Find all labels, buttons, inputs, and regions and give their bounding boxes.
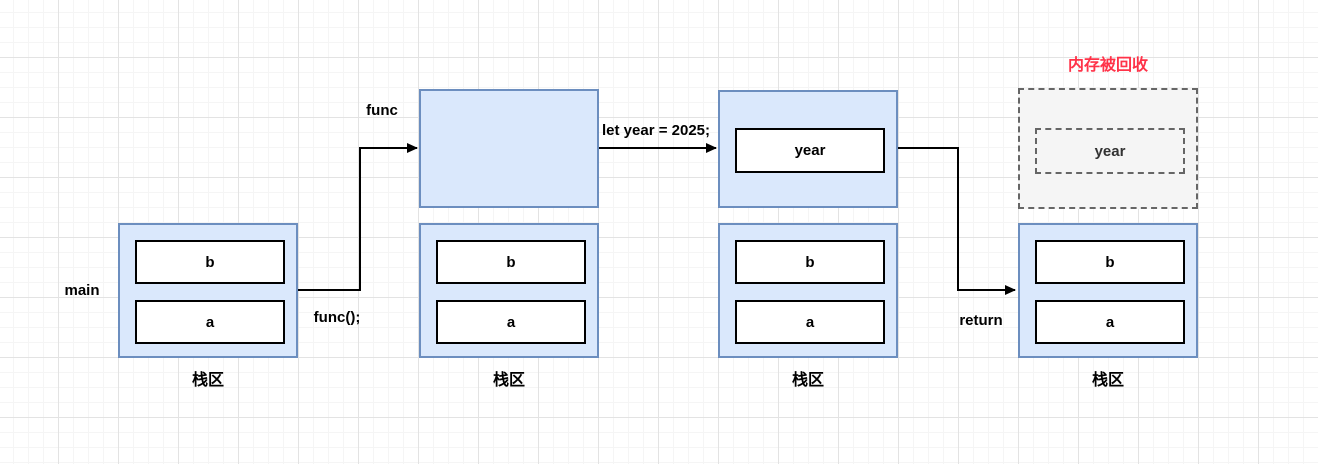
year-frame-box[interactable]: year: [718, 90, 898, 208]
var-a-cell[interactable]: a: [436, 300, 586, 344]
var-year-cell[interactable]: year: [735, 128, 885, 173]
stack-frame-4[interactable]: b a: [1018, 223, 1198, 358]
func-call-label: func();: [313, 309, 361, 326]
stack-area-label: 栈区: [1091, 372, 1125, 389]
assignment-label: let year = 2025;: [602, 122, 710, 139]
func-name-label: func: [366, 102, 398, 119]
stack-frame-2[interactable]: b a: [419, 223, 599, 358]
var-a-cell[interactable]: a: [735, 300, 885, 344]
freed-frame-box[interactable]: year: [1018, 88, 1198, 209]
var-b-cell[interactable]: b: [735, 240, 885, 284]
stack-area-label: 栈区: [791, 372, 825, 389]
main-stack-frame[interactable]: b a: [118, 223, 298, 358]
var-b-cell[interactable]: b: [436, 240, 586, 284]
freed-year-cell[interactable]: year: [1035, 128, 1185, 174]
var-a-cell[interactable]: a: [1035, 300, 1185, 344]
stack-frame-3[interactable]: b a: [718, 223, 898, 358]
return-connector[interactable]: [898, 147, 1016, 295]
stack-area-label: 栈区: [492, 372, 526, 389]
var-a-cell[interactable]: a: [135, 300, 285, 344]
memory-reclaimed-label: 内存被回收: [1067, 57, 1149, 74]
stack-area-label: 栈区: [191, 372, 225, 389]
main-label: main: [64, 282, 100, 299]
func-call-connector[interactable]: [298, 143, 418, 291]
func-frame-box[interactable]: [419, 89, 599, 208]
var-b-cell[interactable]: b: [1035, 240, 1185, 284]
var-b-cell[interactable]: b: [135, 240, 285, 284]
return-label: return: [959, 312, 1003, 329]
